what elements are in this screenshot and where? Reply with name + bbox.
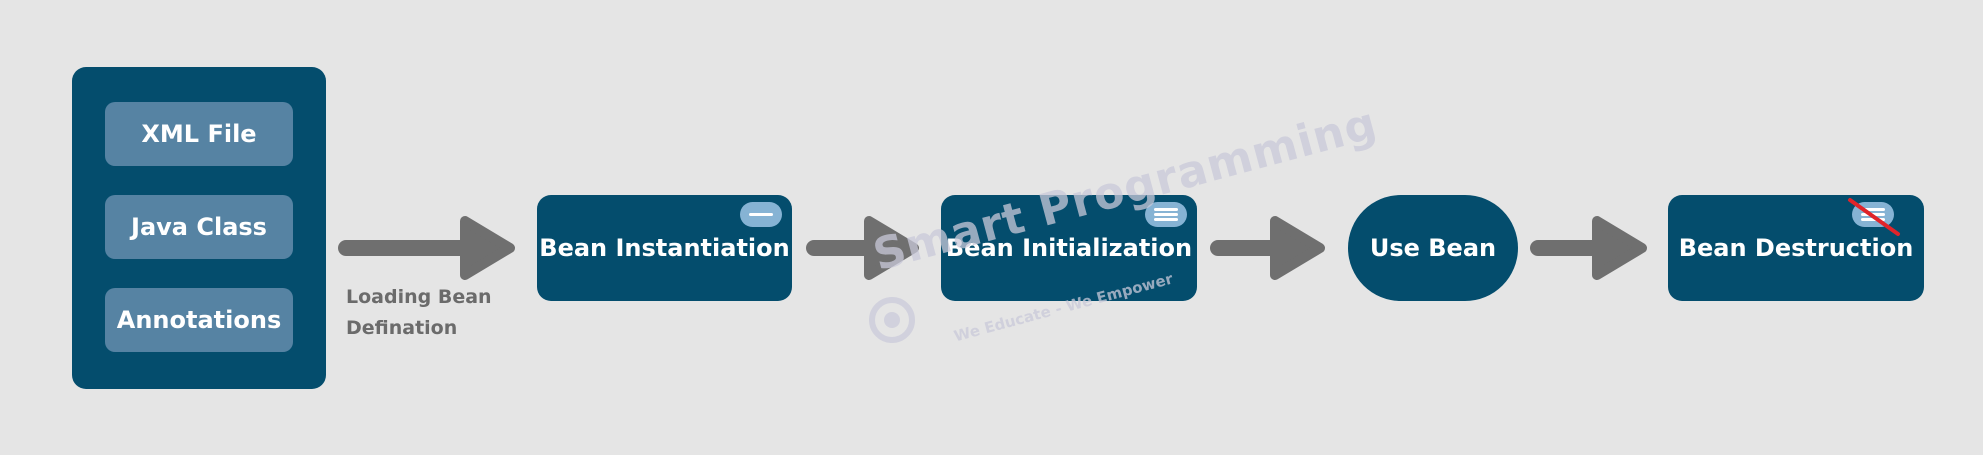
crossed-menu-badge-icon xyxy=(1848,198,1900,236)
source-item-xml-file: XML File xyxy=(105,102,293,166)
arrow-to-initialization xyxy=(806,215,924,281)
menu-badge-icon xyxy=(1145,202,1187,227)
source-item-java-class: Java Class xyxy=(105,195,293,259)
stage-use-bean: Use Bean xyxy=(1348,195,1518,301)
stage-bean-initialization: Bean Initialization xyxy=(941,195,1197,301)
stage-label: Use Bean xyxy=(1369,234,1497,262)
watermark-logo-icon xyxy=(868,296,916,344)
stage-bean-destruction: Bean Destruction xyxy=(1668,195,1924,301)
stage-label: Bean Initialization xyxy=(945,234,1193,262)
arrow-to-use-bean xyxy=(1210,215,1330,281)
stage-label: Bean Instantiation xyxy=(539,234,790,262)
source-item-annotations: Annotations xyxy=(105,288,293,352)
arrow-to-instantiation xyxy=(338,215,520,281)
stage-bean-instantiation: Bean Instantiation xyxy=(537,195,792,301)
loading-bean-definition-label: Loading Bean Defination xyxy=(346,286,492,339)
cross-out-icon xyxy=(1848,198,1900,236)
bean-source-panel: XML File Java Class Annotations xyxy=(72,67,326,389)
stage-label: Bean Destruction xyxy=(1678,234,1914,262)
minus-badge-icon xyxy=(740,202,782,227)
arrow-to-destruction xyxy=(1530,215,1652,281)
